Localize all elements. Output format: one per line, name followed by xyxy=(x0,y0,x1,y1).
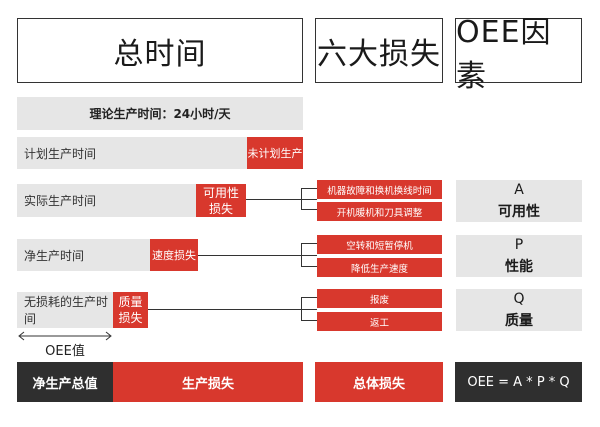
availability-loss-line2: 损失 xyxy=(208,201,233,216)
factor-letter: A xyxy=(514,182,524,198)
unplanned-loss-text: 未计划生产 xyxy=(247,147,303,160)
lossless-time-label: 无损耗的生产时间 xyxy=(24,295,109,326)
factor-availability: A 可用性 xyxy=(456,180,582,222)
quality-loss-line1: 质量 xyxy=(118,295,143,309)
loss-item-text: 开机暖机和刀具调整 xyxy=(336,207,423,219)
theory-time-bar: 理论生产时间：24小时/天 xyxy=(17,97,303,130)
header-total-time-text: 总时间 xyxy=(113,36,207,72)
bracket-availability xyxy=(301,188,317,210)
unplanned-loss-box: 未计划生产 xyxy=(247,137,303,169)
factor-letter: Q xyxy=(513,291,525,307)
loss-item-text: 空转和短暂停机 xyxy=(346,240,413,252)
theory-time-text: 理论生产时间：24小时/天 xyxy=(89,107,231,121)
connector-quality xyxy=(148,309,317,310)
total-loss-text: 总体损失 xyxy=(352,376,405,392)
loss-item: 报废 xyxy=(317,289,442,308)
speed-loss-text: 速度损失 xyxy=(152,249,196,262)
availability-loss-line1: 可用性 xyxy=(202,185,239,200)
double-arrow-icon xyxy=(18,331,112,341)
availability-loss-box: 可用性 损失 xyxy=(196,184,246,217)
loss-item-text: 降低生产速度 xyxy=(350,263,408,275)
net-value-text: 净生产总值 xyxy=(32,376,98,392)
planned-time-label: 计划生产时间 xyxy=(24,146,97,161)
factor-performance: P 性能 xyxy=(456,235,582,277)
loss-item: 返工 xyxy=(317,312,442,331)
oee-formula-text: OEE = A * P * Q xyxy=(467,374,570,390)
loss-item-text: 返工 xyxy=(369,317,389,329)
factor-name: 性能 xyxy=(505,259,533,275)
actual-time-bar: 实际生产时间 xyxy=(17,184,196,217)
oee-formula-box: OEE = A * P * Q xyxy=(455,362,582,402)
connector-availability xyxy=(246,199,317,200)
loss-item-text: 报废 xyxy=(369,294,389,306)
header-six-losses: 六大损失 xyxy=(315,18,443,83)
total-loss-box: 总体损失 xyxy=(315,362,443,402)
connector-speed xyxy=(198,255,317,256)
factor-quality: Q 质量 xyxy=(456,289,582,331)
loss-item: 机器故障和换机换线时间 xyxy=(317,180,442,199)
actual-time-label: 实际生产时间 xyxy=(24,194,97,208)
oee-value-text: OEE值 xyxy=(45,343,85,359)
net-time-label: 净生产时间 xyxy=(24,248,85,263)
loss-item: 开机暖机和刀具调整 xyxy=(317,202,442,221)
net-value-box: 净生产总值 xyxy=(17,362,113,402)
bracket-performance xyxy=(301,243,317,267)
quality-loss-line2: 损失 xyxy=(118,311,143,325)
factor-letter: P xyxy=(514,237,524,253)
header-total-time: 总时间 xyxy=(17,18,303,83)
bracket-quality xyxy=(301,297,317,321)
loss-item-text: 机器故障和换机换线时间 xyxy=(327,185,432,197)
header-oee-factors: OEE因素 xyxy=(455,15,582,94)
loss-item: 降低生产速度 xyxy=(317,258,442,277)
net-time-bar: 净生产时间 xyxy=(17,239,150,271)
production-loss-box: 生产损失 xyxy=(113,362,303,402)
header-six-losses-text: 六大损失 xyxy=(317,36,441,72)
factor-name: 质量 xyxy=(505,313,533,329)
speed-loss-box: 速度损失 xyxy=(150,239,198,271)
planned-time-bar: 计划生产时间 xyxy=(17,137,247,169)
oee-value-arrow xyxy=(17,330,113,342)
header-oee-factors-text: OEE因素 xyxy=(456,14,552,94)
lossless-time-bar: 无损耗的生产时间 xyxy=(17,292,113,328)
oee-value-label: OEE值 xyxy=(17,340,113,359)
factor-name: 可用性 xyxy=(498,204,540,220)
loss-item: 空转和短暂停机 xyxy=(317,235,442,254)
production-loss-text: 生产损失 xyxy=(181,376,234,392)
quality-loss-box: 质量 损失 xyxy=(113,292,148,328)
